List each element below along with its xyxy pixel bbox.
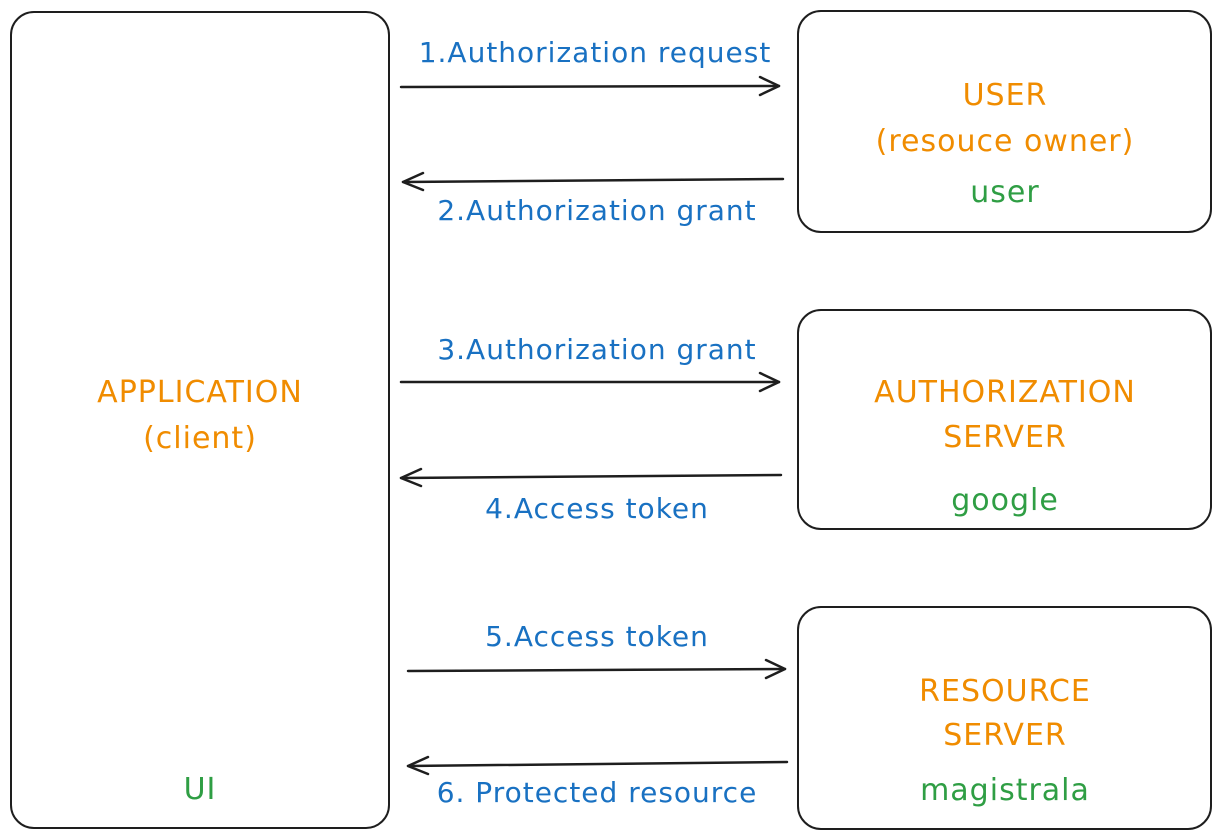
authorization-server-title-line1: AUTHORIZATION	[874, 375, 1136, 410]
arrow-2-left	[401, 171, 785, 192]
resource-server-title-line2: SERVER	[943, 718, 1067, 753]
user-box	[797, 10, 1212, 233]
arrow-1-right	[399, 75, 781, 97]
application-subtitle: (client)	[143, 421, 257, 456]
arrow-4-left	[399, 467, 783, 488]
arrow-5-right	[406, 658, 787, 680]
resource-server-footer: magistrala	[920, 773, 1090, 808]
user-footer: user	[970, 175, 1040, 210]
flow-label-4: 4.Access token	[485, 492, 709, 525]
flow-label-1: 1.Authorization request	[418, 36, 772, 69]
resource-server-title-line1: RESOURCE	[919, 674, 1091, 709]
flow-label-5: 5.Access token	[485, 620, 709, 653]
authorization-server-footer: google	[951, 483, 1059, 518]
user-title: USER	[962, 78, 1048, 113]
authorization-server-box	[797, 309, 1212, 530]
application-footer: UI	[183, 772, 217, 807]
flow-label-3: 3.Authorization grant	[437, 333, 757, 366]
application-box	[10, 11, 390, 829]
user-subtitle: (resouce owner)	[875, 124, 1135, 159]
arrow-6-left	[406, 755, 789, 776]
arrow-3-right	[399, 371, 781, 393]
authorization-server-title-line2: SERVER	[943, 420, 1067, 455]
resource-server-box	[797, 606, 1212, 830]
application-title: APPLICATION	[97, 375, 303, 410]
flow-label-2: 2.Authorization grant	[437, 194, 757, 227]
flow-label-6: 6. Protected resource	[436, 776, 758, 809]
